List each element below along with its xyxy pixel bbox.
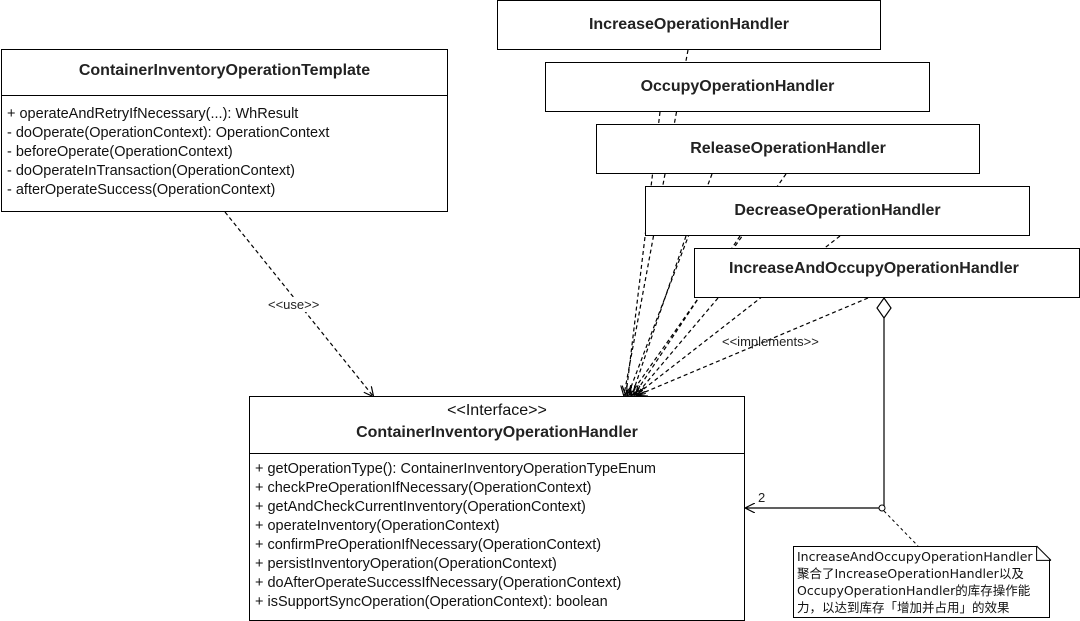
handler-box-increase-and-occupy: IncreaseAndOccupyOperationHandler	[694, 248, 1080, 298]
template-class-methods: + operateAndRetryIfNecessary(...): WhRes…	[7, 105, 443, 200]
interface-box: <<Interface>> ContainerInventoryOperatio…	[249, 396, 745, 621]
interface-method: + confirmPreOperationIfNecessary(Operati…	[255, 537, 602, 553]
use-label: <<use>>	[268, 297, 320, 312]
implements-line-release	[628, 173, 713, 395]
handler-name: ReleaseOperationHandler	[690, 140, 886, 157]
handler-box-decrease: DecreaseOperationHandler	[645, 186, 1030, 236]
note-line: IncreaseAndOccupyOperationHandler	[797, 549, 1033, 564]
template-method: - doOperateInTransaction(OperationContex…	[7, 163, 295, 179]
handler-box-release: ReleaseOperationHandler	[596, 124, 980, 174]
multiplicity-label: 2	[758, 490, 766, 505]
implements-line-incocc	[636, 297, 719, 395]
template-method: + operateAndRetryIfNecessary(...): WhRes…	[7, 106, 299, 122]
template-class-box: ContainerInventoryOperationTemplate + op…	[1, 49, 448, 212]
implements-line-decrease	[632, 235, 687, 395]
implements-line-occupy	[626, 111, 661, 395]
handler-box-occupy: OccupyOperationHandler	[545, 62, 930, 112]
aggregation-diamond	[876, 296, 892, 320]
interface-method: + checkPreOperationIfNecessary(Operation…	[255, 480, 592, 496]
interface-divider	[250, 453, 744, 454]
template-class-name: ContainerInventoryOperationTemplate	[78, 62, 371, 79]
note-anchor-dot	[878, 504, 886, 512]
aggregation-note: IncreaseAndOccupyOperationHandler 聚合了Inc…	[793, 546, 1050, 618]
template-method: - afterOperateSuccess(OperationContext)	[7, 182, 276, 198]
handler-box-increase: IncreaseOperationHandler	[497, 0, 881, 50]
note-line: 力，以达到库存「增加并占用」的效果	[797, 600, 1010, 615]
interface-method: + isSupportSyncOperation(OperationContex…	[255, 594, 608, 610]
note-line: OccupyOperationHandler的库存操作能	[797, 583, 1031, 598]
implements-label: <<implements>>	[722, 334, 819, 349]
handler-name: OccupyOperationHandler	[640, 78, 835, 95]
note-connector-line	[883, 510, 919, 547]
note-fold-corner	[1036, 545, 1052, 561]
interface-method: + operateInventory(OperationContext)	[255, 518, 500, 534]
handler-name: DecreaseOperationHandler	[734, 202, 941, 219]
handler-name: IncreaseOperationHandler	[588, 16, 790, 33]
interface-method: + persistInventoryOperation(OperationCon…	[255, 556, 557, 572]
handler-name: IncreaseAndOccupyOperationHandler	[729, 260, 1019, 277]
interface-stereotype: <<Interface>>	[447, 402, 547, 419]
template-class-divider	[2, 95, 447, 96]
interface-methods: + getOperationType(): ContainerInventory…	[255, 460, 740, 612]
use-dependency-line	[224, 211, 373, 396]
template-method: - doOperate(OperationContext): Operation…	[7, 125, 330, 141]
note-line: 聚合了IncreaseOperationHandler以及	[797, 566, 1024, 581]
interface-method: + getOperationType(): ContainerInventory…	[255, 461, 656, 477]
interface-method: + getAndCheckCurrentInventory(OperationC…	[255, 499, 586, 515]
interface-name: ContainerInventoryOperationHandler	[356, 424, 638, 441]
interface-method: + doAfterOperateSuccessIfNecessary(Opera…	[255, 575, 622, 591]
template-method: - beforeOperate(OperationContext)	[7, 144, 233, 160]
